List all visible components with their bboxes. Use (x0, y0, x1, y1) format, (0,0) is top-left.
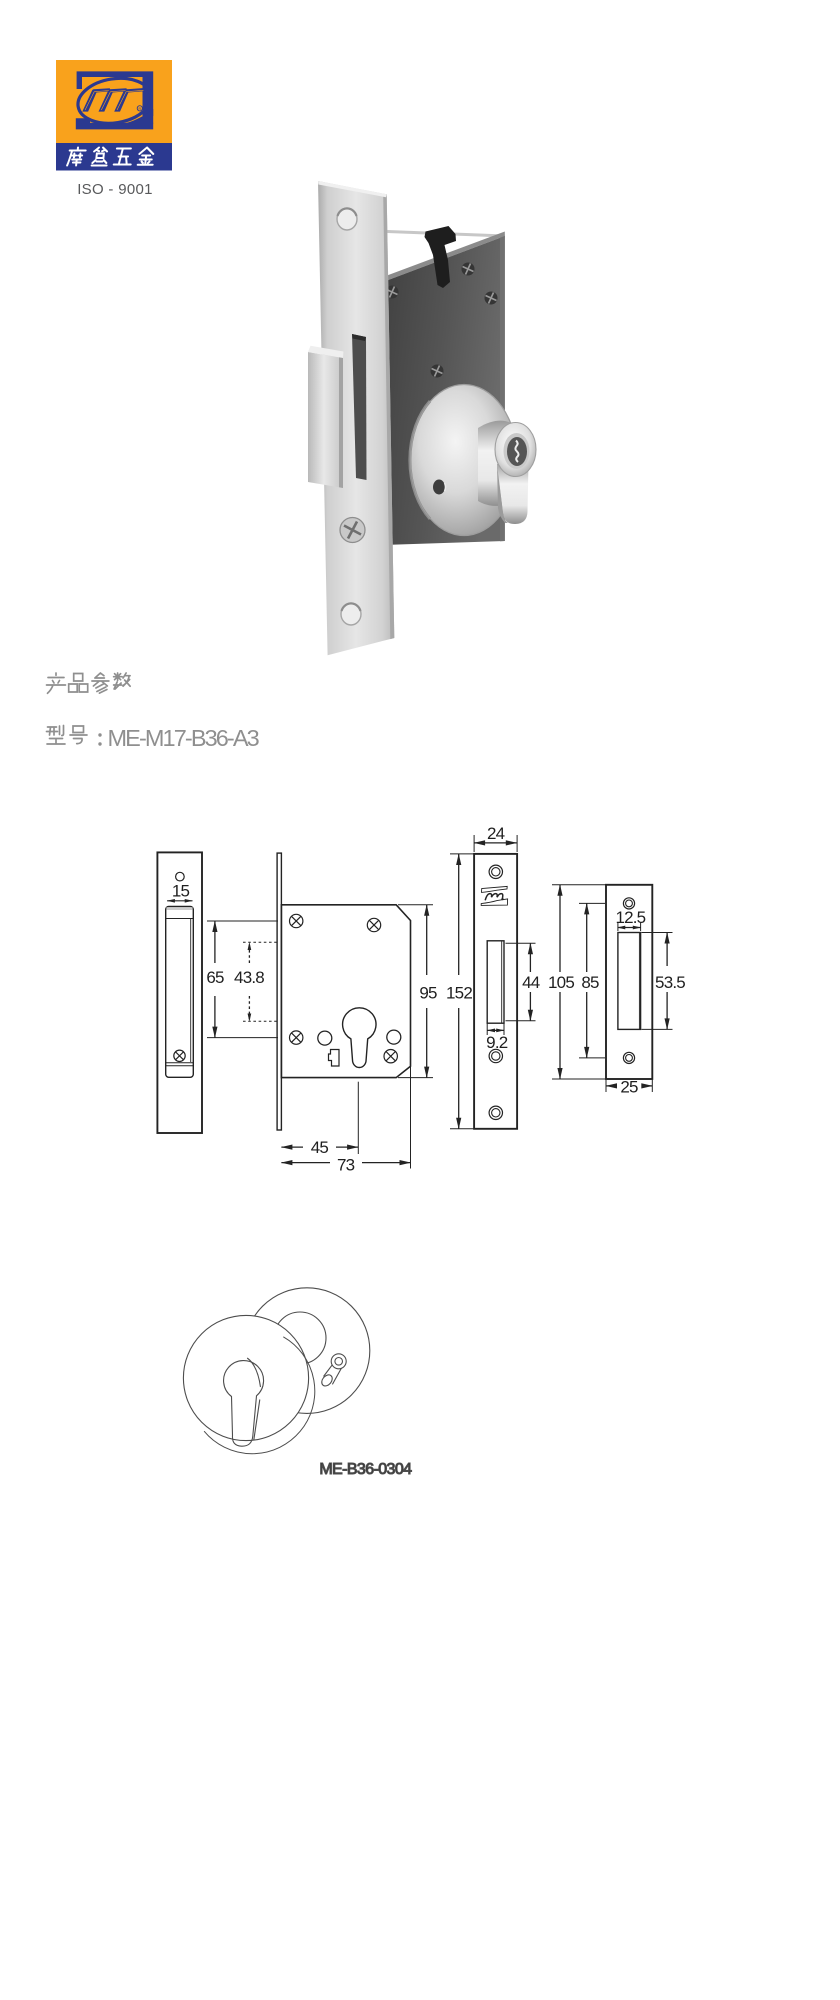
svg-text:45: 45 (311, 1138, 329, 1157)
svg-text:85: 85 (581, 973, 599, 992)
svg-text:43.8: 43.8 (234, 968, 264, 987)
svg-text:152: 152 (446, 983, 472, 1002)
svg-text:25: 25 (620, 1078, 638, 1097)
svg-text:24: 24 (487, 824, 505, 843)
svg-text:15: 15 (172, 882, 190, 901)
svg-text:65: 65 (206, 968, 224, 987)
svg-text:95: 95 (419, 983, 437, 1002)
svg-text:ME-M17-B36-A3: ME-M17-B36-A3 (108, 725, 260, 751)
svg-text:105: 105 (548, 973, 574, 992)
svg-text:ME-B36-0304: ME-B36-0304 (319, 1461, 412, 1478)
svg-text:9.2: 9.2 (486, 1033, 508, 1052)
svg-text:53.5: 53.5 (655, 973, 685, 992)
svg-text:12.5: 12.5 (615, 908, 645, 927)
svg-text:ISO - 9001: ISO - 9001 (77, 181, 153, 198)
svg-text:44: 44 (522, 973, 540, 992)
svg-text:R: R (138, 107, 141, 111)
svg-text:73: 73 (337, 1156, 355, 1175)
